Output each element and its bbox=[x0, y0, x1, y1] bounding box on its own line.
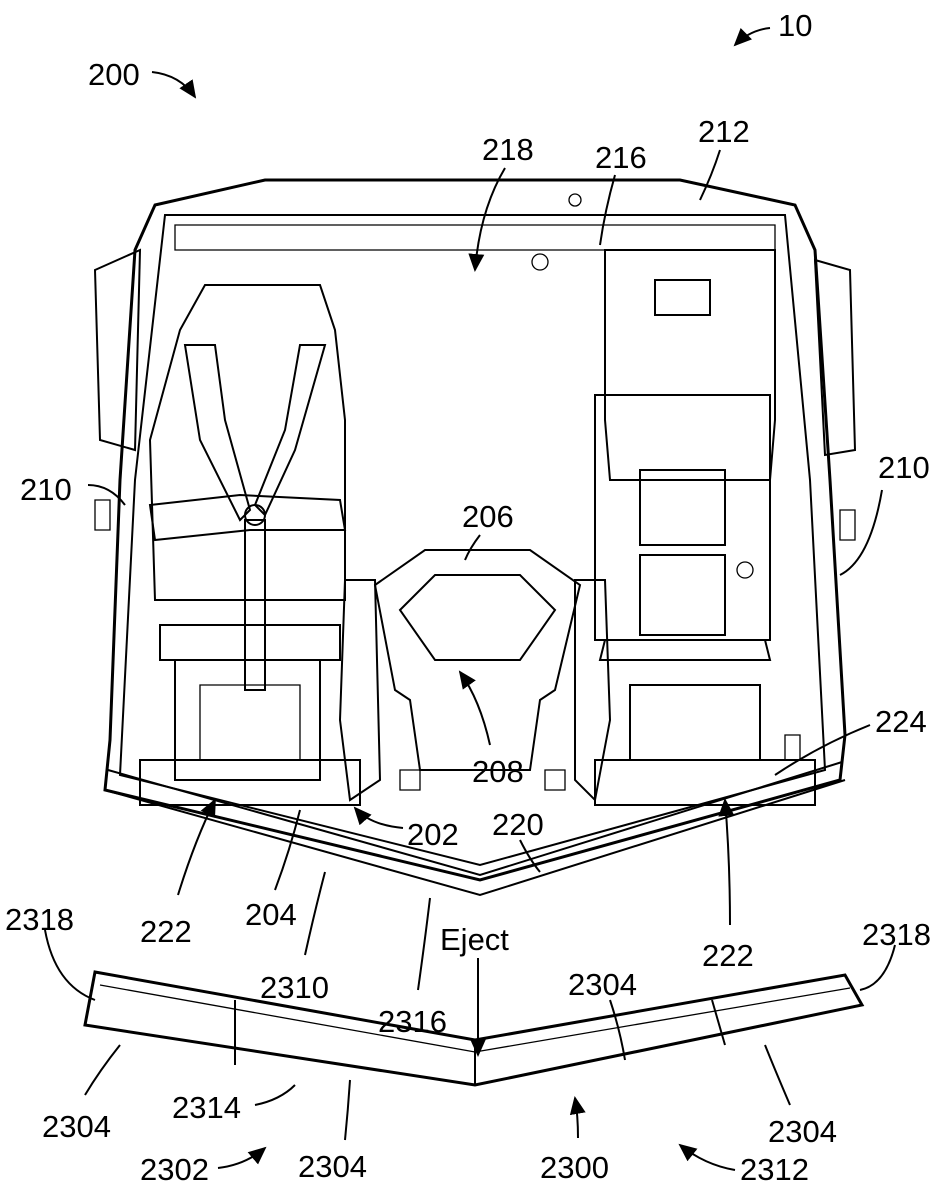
label-2302: 2302 bbox=[140, 1152, 209, 1187]
label-2310: 2310 bbox=[260, 970, 329, 1005]
label-206: 206 bbox=[462, 499, 514, 534]
label-eject: Eject bbox=[440, 922, 509, 957]
label-208: 208 bbox=[472, 754, 524, 789]
label-210-right: 210 bbox=[878, 450, 930, 485]
label-2304-left: 2304 bbox=[42, 1109, 111, 1144]
label-212: 212 bbox=[698, 114, 750, 149]
reference-labels: 10 200 218 216 212 210 210 206 208 224 2… bbox=[5, 8, 931, 1187]
label-2304-top: 2304 bbox=[568, 967, 637, 1002]
right-seat bbox=[594, 249, 816, 806]
label-2312: 2312 bbox=[740, 1152, 809, 1187]
center-console bbox=[338, 549, 612, 803]
label-2314: 2314 bbox=[172, 1090, 241, 1125]
label-10: 10 bbox=[778, 8, 812, 43]
label-202: 202 bbox=[407, 817, 459, 852]
label-218: 218 bbox=[482, 132, 534, 167]
ejectable-panel-assembly bbox=[83, 970, 865, 1087]
label-204: 204 bbox=[245, 897, 297, 932]
label-2304-center: 2304 bbox=[298, 1149, 367, 1184]
label-210-left: 210 bbox=[20, 472, 72, 507]
label-222-right: 222 bbox=[702, 938, 754, 973]
label-2300: 2300 bbox=[540, 1150, 609, 1185]
label-224: 224 bbox=[875, 704, 927, 739]
label-216: 216 bbox=[595, 140, 647, 175]
label-220: 220 bbox=[492, 807, 544, 842]
label-200: 200 bbox=[88, 57, 140, 92]
left-seat bbox=[139, 284, 361, 806]
label-2318-left: 2318 bbox=[5, 902, 74, 937]
label-2318-right: 2318 bbox=[862, 917, 931, 952]
label-2316: 2316 bbox=[378, 1004, 447, 1039]
leader-lines bbox=[44, 27, 896, 1171]
label-2304-right: 2304 bbox=[768, 1114, 837, 1149]
label-222-left: 222 bbox=[140, 914, 192, 949]
